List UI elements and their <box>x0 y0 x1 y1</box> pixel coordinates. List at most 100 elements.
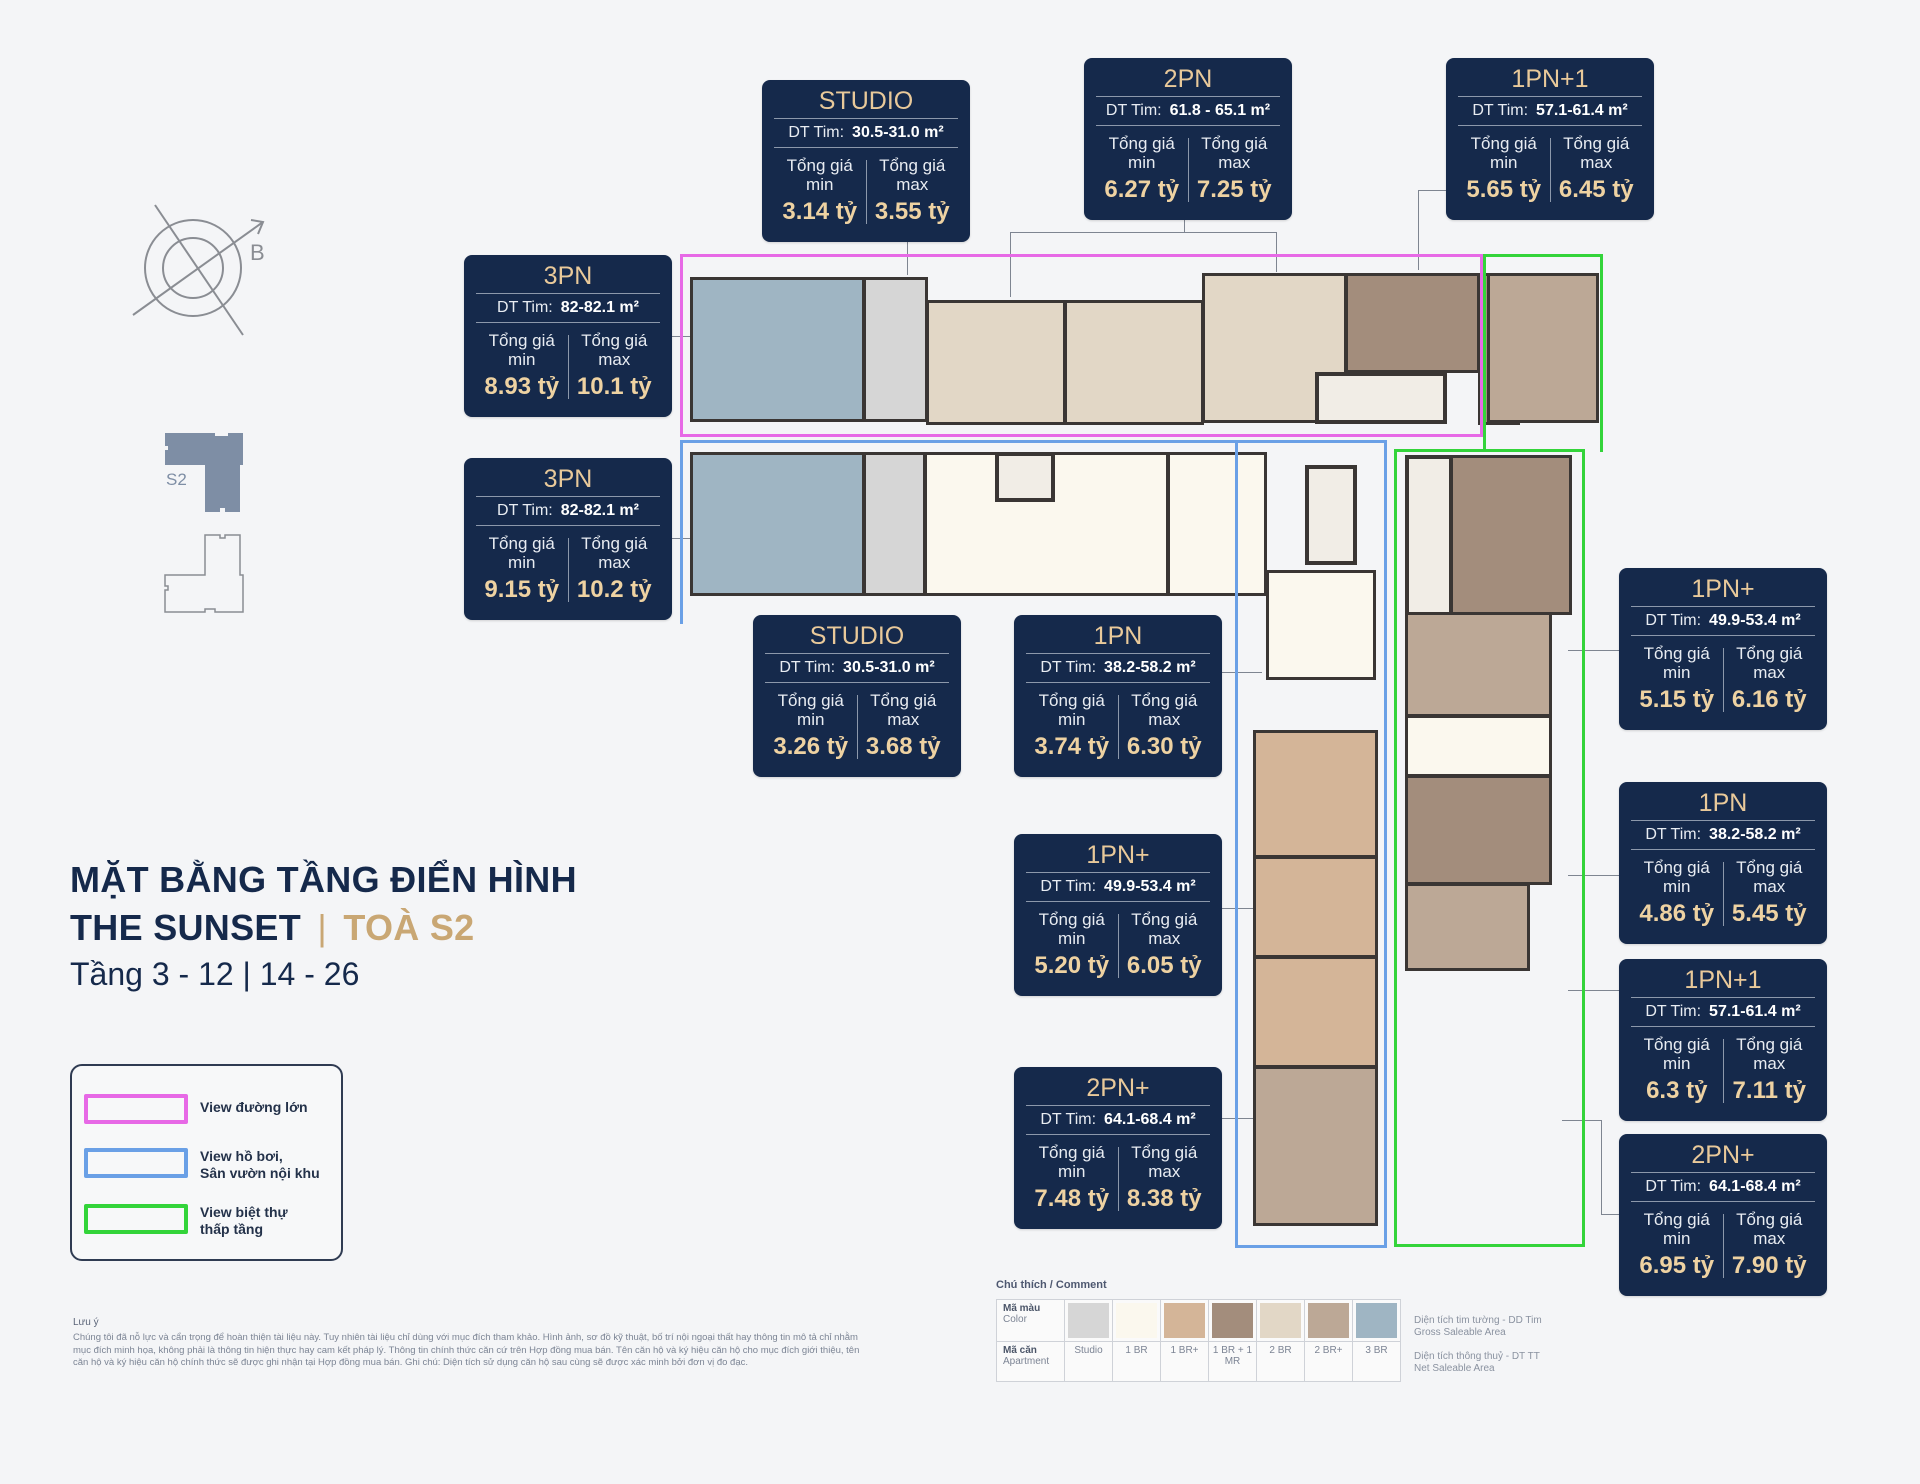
unit-1br-bend[interactable] <box>1266 570 1376 680</box>
unit-type: 1PN <box>1026 621 1210 654</box>
area-value: 49.9-53.4 m² <box>1104 878 1196 895</box>
unit-type: 1PN+1 <box>1631 965 1815 998</box>
tower-name: TOÀ S2 <box>343 907 475 948</box>
max-label: max <box>1148 1162 1181 1181</box>
elevator-core-top <box>1315 372 1447 424</box>
min-label: min <box>1663 1054 1691 1073</box>
unit-type: 1PN+ <box>1026 840 1210 873</box>
max-price: 10.2 tỷ <box>576 576 652 603</box>
color-row-label: Mã màu <box>1003 1303 1041 1314</box>
note-title: Lưu ý <box>73 1317 99 1328</box>
view-frame-pool <box>680 440 1387 624</box>
min-label: Tổng giá <box>786 156 853 175</box>
title-block: MẶT BẰNG TẦNG ĐIỂN HÌNH THE SUNSET | TOÀ… <box>70 856 577 996</box>
min-label: min <box>1663 1229 1691 1248</box>
page-title-line1: MẶT BẰNG TẦNG ĐIỂN HÌNH <box>70 859 577 900</box>
max-label: Tổng giá <box>1736 1210 1803 1229</box>
max-label: Tổng giá <box>1736 858 1803 877</box>
unit-type: STUDIO <box>774 86 958 119</box>
max-label: Tổng giá <box>1201 134 1268 153</box>
unit-2brplus-corner[interactable] <box>1487 273 1599 423</box>
unit-2br-top-1[interactable] <box>926 300 1066 425</box>
building-key-label: S2 <box>166 470 187 489</box>
max-label: Tổng giá <box>1736 644 1803 663</box>
area-label: DT Tim: <box>497 502 553 519</box>
min-label: min <box>508 553 536 572</box>
area-row: DT Tim:49.9-53.4 m² <box>1631 607 1815 636</box>
net-area-def-en: Net Saleable Area <box>1414 1363 1495 1374</box>
max-label: Tổng giá <box>870 691 937 710</box>
min-label: min <box>1490 153 1518 172</box>
pink-frame-swatch <box>84 1094 188 1124</box>
unit-studio-top[interactable] <box>863 277 928 422</box>
min-label: min <box>1058 1162 1086 1181</box>
unit-1br-mid-2[interactable] <box>1167 452 1267 596</box>
min-price: 6.95 tỷ <box>1639 1252 1715 1279</box>
area-value: 57.1-61.4 m² <box>1536 102 1628 119</box>
view-legend-item-road: View đường lớn <box>84 1094 308 1124</box>
area-label: DT Tim: <box>1040 878 1097 895</box>
area-label: DT Tim: <box>1472 102 1529 119</box>
min-label: min <box>1058 710 1086 729</box>
area-value: 57.1-61.4 m² <box>1709 1003 1801 1020</box>
max-label: max <box>1148 929 1181 948</box>
unit-1brplus-right[interactable] <box>1405 612 1552 717</box>
unit-1brplus-col-2[interactable] <box>1253 856 1378 958</box>
max-price: 6.16 tỷ <box>1731 686 1807 713</box>
max-price: 7.90 tỷ <box>1731 1252 1807 1279</box>
max-label: max <box>1753 1054 1786 1073</box>
unit-1br1mr-right-2[interactable] <box>1405 775 1552 885</box>
max-price: 6.30 tỷ <box>1126 733 1202 760</box>
area-value: 38.2-58.2 m² <box>1104 659 1196 676</box>
min-price: 9.15 tỷ <box>484 576 560 603</box>
green-frame-swatch <box>84 1204 188 1234</box>
unit-2brplus-right[interactable] <box>1405 883 1530 971</box>
view-legend-label: View hồ bơi, <box>200 1148 283 1164</box>
max-label: max <box>598 553 631 572</box>
max-price: 7.25 tỷ <box>1196 176 1272 203</box>
min-price: 3.26 tỷ <box>773 733 849 760</box>
min-label: Tổng giá <box>1643 1210 1710 1229</box>
min-label: Tổng giá <box>1038 691 1105 710</box>
max-label: max <box>1218 153 1251 172</box>
max-price: 6.05 tỷ <box>1126 952 1202 979</box>
unit-type: 1PN+1 <box>1458 64 1642 97</box>
view-legend-label: thấp tầng <box>200 1221 263 1237</box>
unit-3br-mid[interactable] <box>690 452 865 596</box>
unit-type: 2PN <box>1096 64 1280 97</box>
area-label: DT Tim: <box>497 299 553 316</box>
unit-2brplus-col[interactable] <box>1253 1066 1378 1226</box>
max-price: 8.38 tỷ <box>1126 1185 1202 1212</box>
area-label: DT Tim: <box>1645 826 1702 843</box>
area-row: DT Tim: 49.9-53.4 m² <box>1026 873 1210 902</box>
color-row-label-en: Color <box>1003 1314 1027 1325</box>
max-label: max <box>1753 877 1786 896</box>
elevator-core-mid <box>1305 465 1357 565</box>
key-label-2br: 2 BR <box>1256 1341 1305 1382</box>
unit-1br-right[interactable] <box>1405 715 1552 777</box>
max-label: max <box>1148 710 1181 729</box>
min-label: Tổng giá <box>1038 910 1105 929</box>
area-value: 30.5-31.0 m² <box>843 659 935 676</box>
unit-1brplus-col-3[interactable] <box>1253 956 1378 1068</box>
unit-1br1mr-right[interactable] <box>1450 455 1572 615</box>
area-label: DT Tim: <box>788 124 845 141</box>
area-row: DT Tim:82-82.1 m² <box>476 294 660 323</box>
view-legend: View đường lớn View hồ bơi, Sân vườn nội… <box>70 1064 343 1261</box>
view-legend-item-pool: View hồ bơi, Sân vườn nội khu <box>84 1148 320 1182</box>
min-label: min <box>806 175 834 194</box>
min-label: min <box>797 710 825 729</box>
